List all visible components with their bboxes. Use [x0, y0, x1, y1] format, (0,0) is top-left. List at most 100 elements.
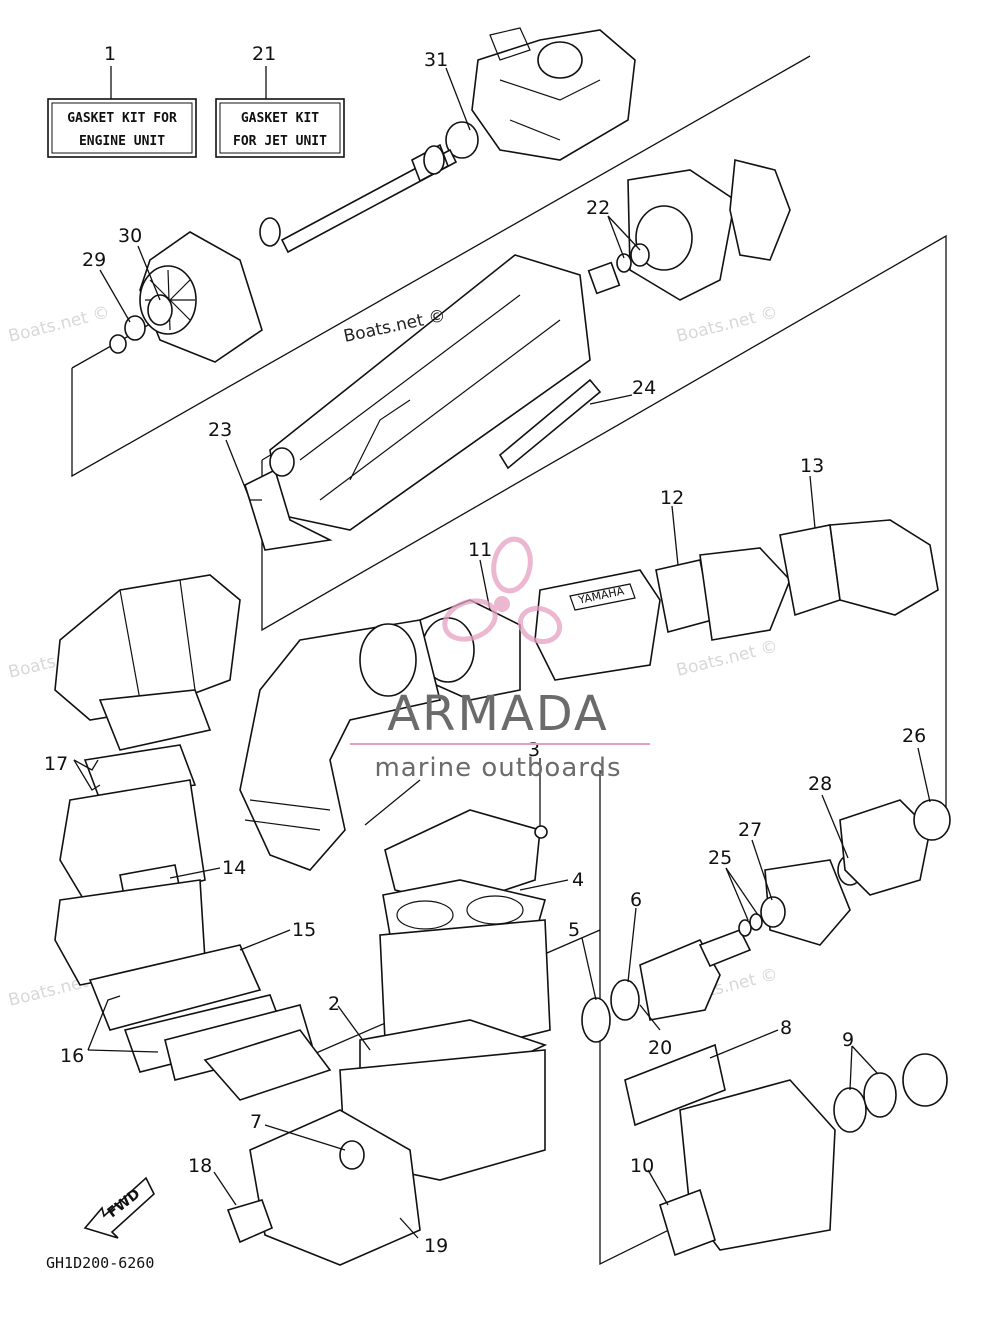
part-26-boot [913, 799, 951, 841]
leader-line [917, 747, 931, 803]
exhaust-pipe-left [54, 574, 241, 721]
part-30-bearing [147, 294, 173, 326]
forward-direction-arrow: FWD [83, 1176, 155, 1239]
part-label: 11 [468, 539, 492, 561]
part-9-gasket-b [863, 1072, 897, 1118]
kit-box-inner-frame [219, 102, 341, 154]
leader-line [169, 867, 221, 879]
part-31-ring [445, 121, 479, 159]
leader-line [239, 929, 291, 951]
leader-line [213, 1171, 237, 1206]
part-label: 8 [780, 1017, 792, 1039]
reed-block [203, 1029, 332, 1101]
leader-line [73, 759, 99, 771]
part-label: 27 [738, 819, 762, 841]
leader-line [225, 439, 262, 501]
leader-line [647, 1169, 669, 1206]
part-label: 28 [808, 773, 832, 795]
brand-subtitle: marine outboards [374, 753, 621, 783]
pipe-ribs [119, 579, 196, 701]
leader-line [137, 245, 161, 301]
part-label: 15 [292, 919, 316, 941]
leader-line [627, 907, 637, 983]
part-label: 26 [902, 725, 926, 747]
leader-line [581, 937, 597, 1001]
nozzle-outlet [537, 41, 583, 79]
leader-line [639, 1004, 661, 1031]
leader-line [709, 1029, 779, 1059]
kit-box-line-1: GASKET KIT FOR [67, 111, 177, 126]
gasket-kit-jet-box: 21 GASKET KIT FOR JET UNIT [215, 43, 345, 158]
engine-block [339, 809, 551, 1181]
leader-line [821, 794, 849, 859]
intake-duct [244, 254, 602, 551]
part-25-oring-b [749, 913, 763, 931]
intermediate-housing [639, 938, 721, 1021]
part-29-washer [109, 334, 127, 354]
leader-line [607, 215, 641, 251]
part-label: 4 [572, 869, 584, 891]
leader-lines [73, 67, 931, 1239]
coupling-stack [581, 799, 951, 1043]
part-25-oring-a [738, 919, 752, 937]
leader-line [99, 269, 131, 323]
part-22-washer [616, 253, 632, 273]
part-label: 5 [568, 919, 580, 941]
watermark-tile: Boats.net © [674, 636, 779, 680]
shaft-stub [698, 928, 752, 968]
leader-line [751, 839, 773, 901]
part-18-plug [226, 1199, 274, 1244]
shaft-bearing [259, 217, 281, 247]
connector-line [364, 779, 421, 826]
nozzle-tip [489, 27, 531, 61]
impeller-housing-right [587, 158, 791, 301]
leader-line [87, 1049, 159, 1053]
armada-logo-watermark: ARMADA marine outboards [350, 536, 650, 783]
part-label: 30 [118, 225, 142, 247]
leader-line [671, 505, 679, 566]
intake-housing-left [109, 231, 263, 363]
part-label: 22 [586, 197, 610, 219]
kit-box-line-1: GASKET KIT [241, 111, 319, 126]
duct-ribs [299, 294, 561, 501]
part-label: 25 [708, 847, 732, 869]
coupling [587, 261, 621, 295]
diagram-code: GH1D200-6260 [46, 1254, 154, 1272]
part-5-seal [581, 997, 611, 1043]
exhaust-elbow [829, 519, 939, 616]
drive-shaft [259, 143, 458, 254]
outlet-flange [902, 1053, 948, 1107]
jet-pump-housing [445, 27, 636, 161]
cover-body [249, 1109, 421, 1266]
part-27-bearing [760, 896, 786, 928]
pump-housing-body [471, 29, 636, 161]
exhaust-hose [239, 619, 441, 871]
part-label: 6 [630, 889, 642, 911]
part-label: 7 [250, 1111, 262, 1133]
leader-line [725, 867, 749, 921]
shaft-collar [423, 145, 445, 175]
part-label: 19 [424, 1235, 448, 1257]
leader-line [849, 1045, 853, 1091]
part-10-gasket [659, 1188, 716, 1257]
brand-name: ARMADA [387, 686, 608, 742]
exhaust-joint-pipe [699, 547, 791, 641]
reed-valve-assembly [88, 944, 332, 1101]
muffler-stamp-plate [569, 583, 636, 611]
impeller [729, 158, 791, 261]
part-label: 17 [44, 753, 68, 775]
kit-box-inner-frame [51, 102, 193, 154]
leader-line [589, 394, 633, 405]
bulkhead-flange [839, 799, 931, 896]
part-24-strip [498, 378, 602, 470]
gasket-bore [396, 900, 454, 930]
leader-line [519, 879, 569, 891]
part-6-seal [610, 979, 640, 1021]
part-7-seal [339, 1140, 365, 1170]
watermark-tile: Boats.net © [6, 302, 111, 346]
propeller-logo-icon [442, 536, 563, 645]
duct-inlet [269, 447, 295, 477]
cylinder-head [384, 809, 541, 906]
part-label: 14 [222, 857, 246, 879]
